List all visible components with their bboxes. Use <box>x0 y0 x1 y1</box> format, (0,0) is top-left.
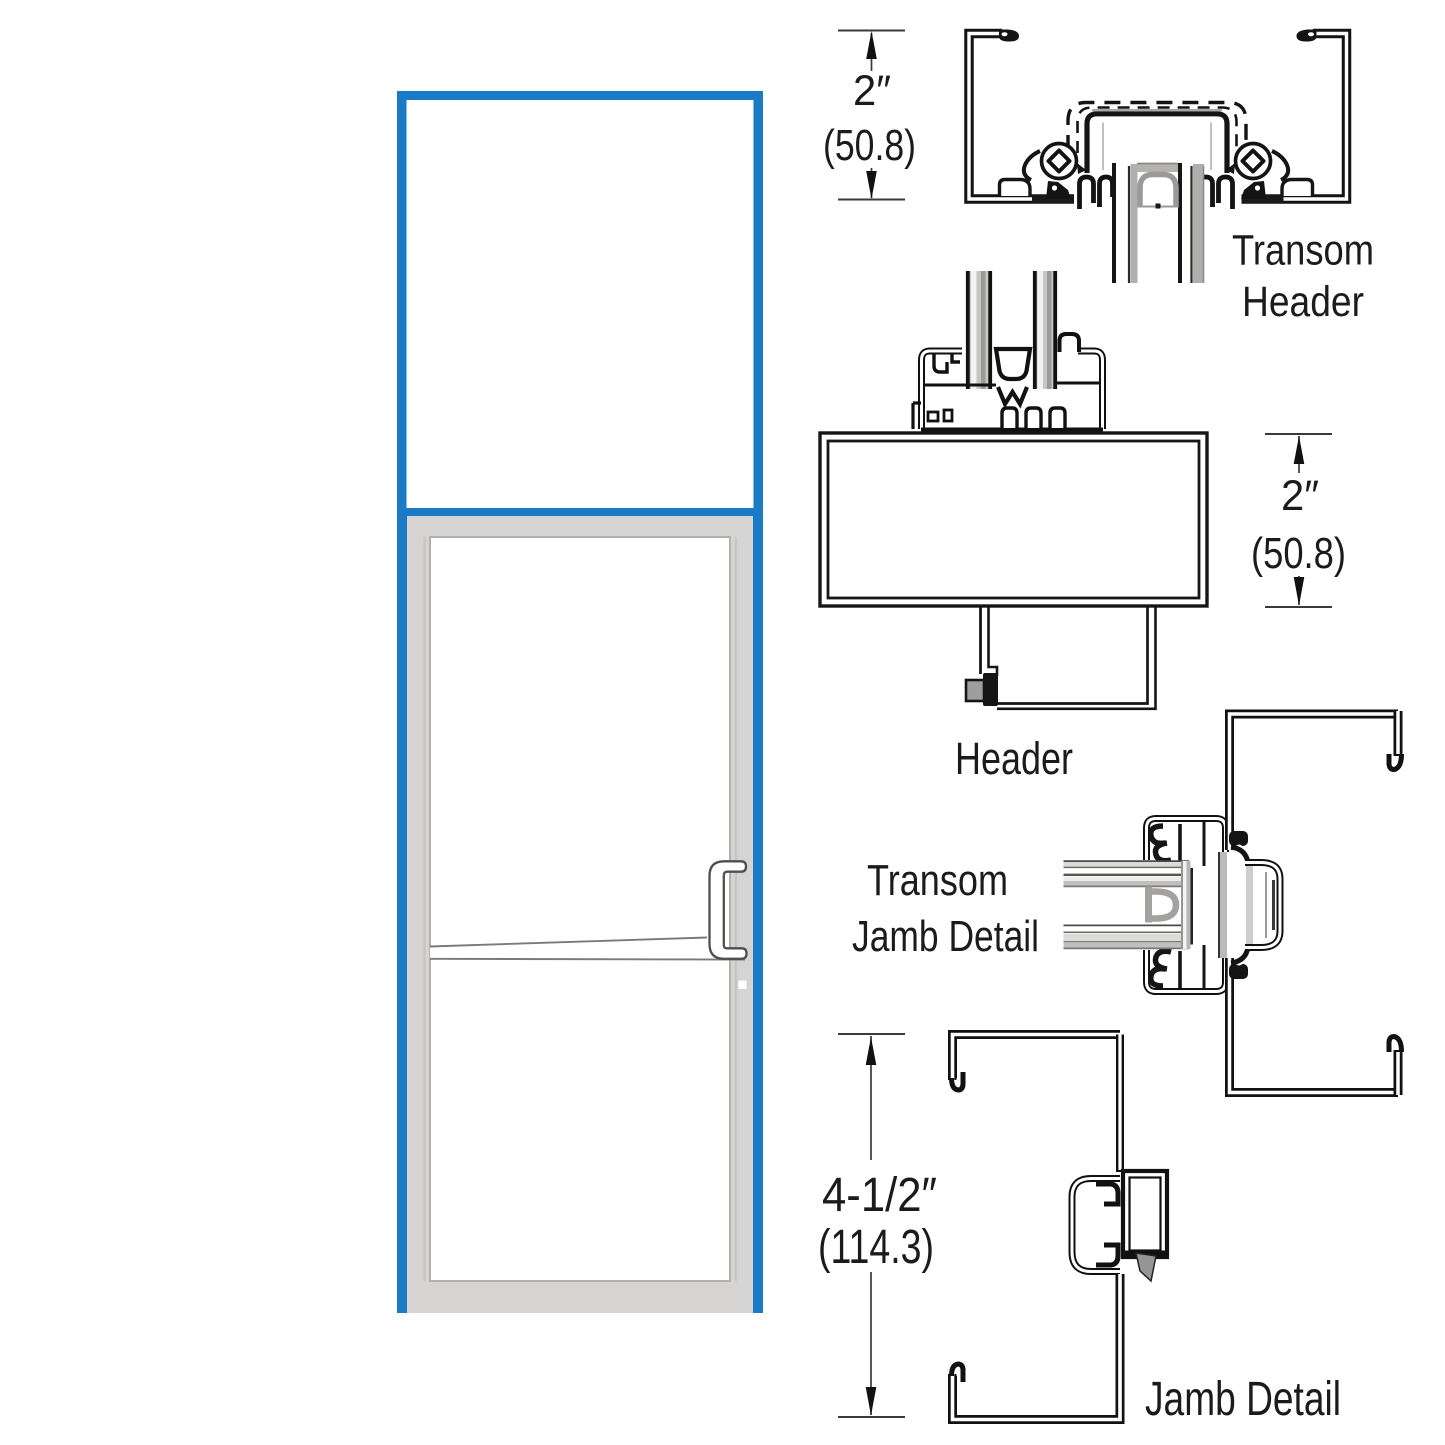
svg-text:Transom: Transom <box>867 856 1008 905</box>
svg-text:Jamb Detail: Jamb Detail <box>852 912 1039 961</box>
svg-text:Header: Header <box>955 733 1073 784</box>
svg-text:Jamb Detail: Jamb Detail <box>1145 1373 1341 1426</box>
svg-text:(50.8): (50.8) <box>823 121 916 170</box>
svg-text:Header: Header <box>1242 278 1364 326</box>
svg-text:Transom: Transom <box>1232 227 1374 275</box>
svg-text:2″: 2″ <box>853 67 891 115</box>
svg-text:(114.3): (114.3) <box>818 1221 934 1274</box>
svg-text:4-1/2″: 4-1/2″ <box>822 1169 937 1222</box>
svg-text:(50.8): (50.8) <box>1251 529 1346 578</box>
svg-text:2″: 2″ <box>1281 472 1319 520</box>
